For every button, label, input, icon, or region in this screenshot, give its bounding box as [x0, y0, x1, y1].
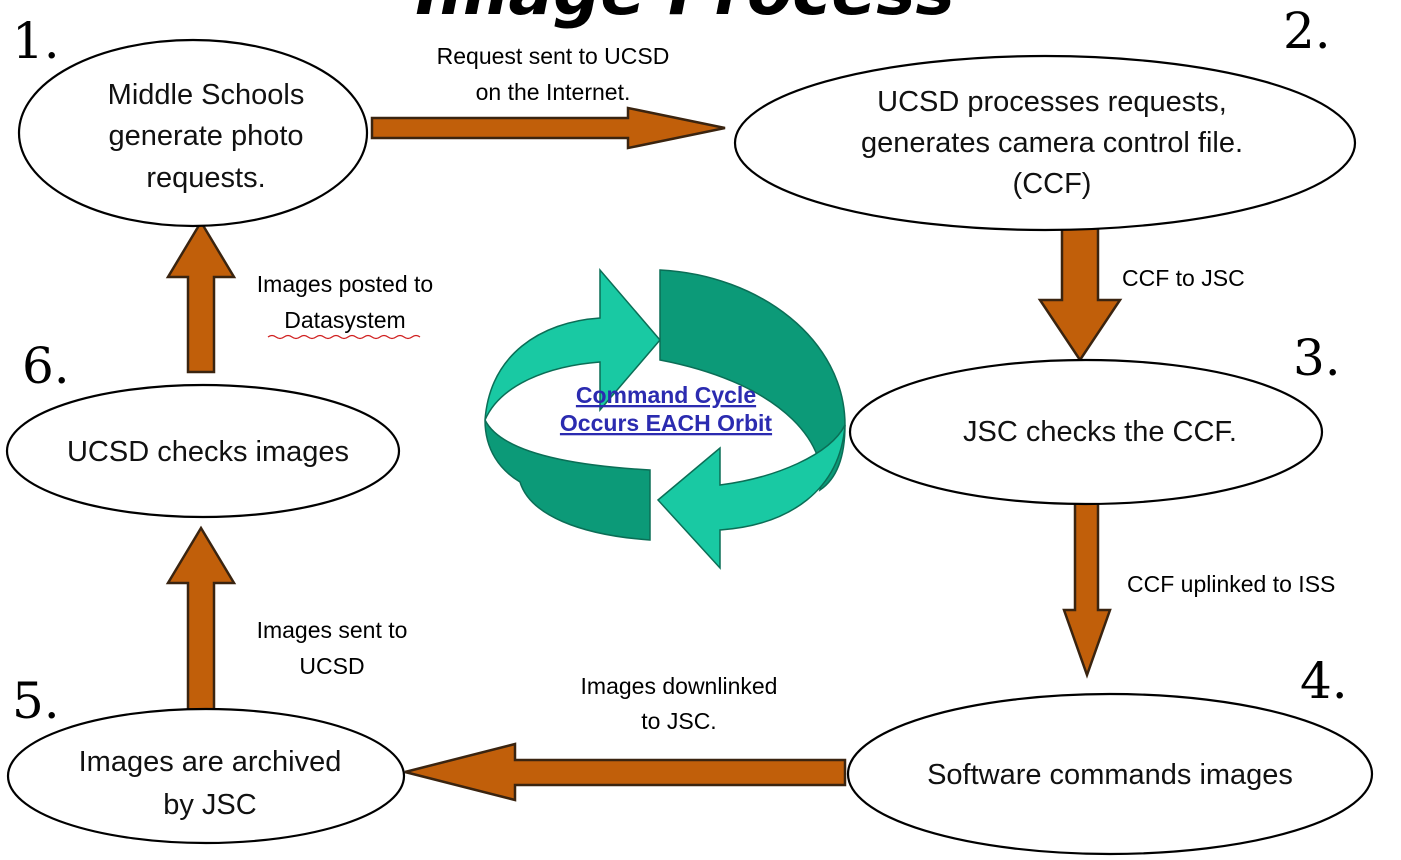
- cycle-label-line-1: Command Cycle: [576, 382, 756, 408]
- arrow-6-to-1: [165, 219, 237, 374]
- step-6-text: UCSD checks images: [67, 436, 349, 468]
- arrow-1-to-2: [370, 106, 726, 150]
- cycle-arrows-icon: [484, 267, 846, 570]
- transition-1-label-line-1: Request sent to UCSD: [437, 43, 670, 69]
- diagram-title: Image Process: [415, 0, 955, 30]
- step-6-number: 6.: [22, 337, 70, 395]
- transition-1-label-line-2: on the Internet.: [476, 79, 631, 105]
- step-2-text-line-1: UCSD processes requests,: [877, 86, 1227, 118]
- transition-5-label-line-2: UCSD: [299, 653, 364, 679]
- step-3-number: 3.: [1293, 329, 1341, 387]
- arrow-3-to-4: [1062, 500, 1112, 679]
- step-6-node: [5, 383, 401, 519]
- transition-2-label: CCF to JSC: [1122, 265, 1245, 291]
- step-1-text-line-3: requests.: [146, 162, 265, 194]
- step-2-number: 2.: [1283, 2, 1331, 60]
- step-4-number: 4.: [1300, 652, 1348, 710]
- step-5-text-line-2: by JSC: [163, 789, 256, 821]
- arrow-5-to-6: [165, 525, 237, 717]
- step-1-number: 1.: [12, 12, 60, 70]
- transition-5-label-line-1: Images sent to: [257, 617, 408, 643]
- step-2-text-line-2: generates camera control file.: [861, 127, 1243, 159]
- cycle-label-line-2: Occurs EACH Orbit: [560, 410, 772, 436]
- step-3-node: [848, 358, 1324, 506]
- step-1-node: [17, 38, 369, 228]
- step-1-text-line-1: Middle Schools: [108, 79, 305, 111]
- step-2-text-line-3: (CCF): [1013, 168, 1092, 200]
- step-5-text-line-1: Images are archived: [79, 746, 342, 778]
- step-4-text: Software commands images: [927, 759, 1293, 791]
- transition-6-label-line-1: Images posted to: [257, 271, 433, 297]
- step-1-text-line-2: generate photo: [108, 120, 303, 152]
- spellcheck-underline: [267, 334, 421, 340]
- step-4-node: [846, 692, 1374, 856]
- transition-6-label-line-2: Datasystem: [284, 307, 405, 333]
- transition-4-label-line-2: to JSC.: [641, 708, 716, 734]
- arrow-4-to-5: [404, 742, 847, 802]
- step-5-number: 5.: [12, 672, 60, 730]
- arrow-2-to-3: [1037, 226, 1123, 363]
- step-2-node: [733, 54, 1357, 232]
- step-3-text: JSC checks the CCF.: [963, 416, 1237, 448]
- transition-3-label: CCF uplinked to ISS: [1127, 571, 1335, 597]
- transition-4-label-line-1: Images downlinked: [581, 673, 778, 699]
- step-5-node: [6, 707, 406, 845]
